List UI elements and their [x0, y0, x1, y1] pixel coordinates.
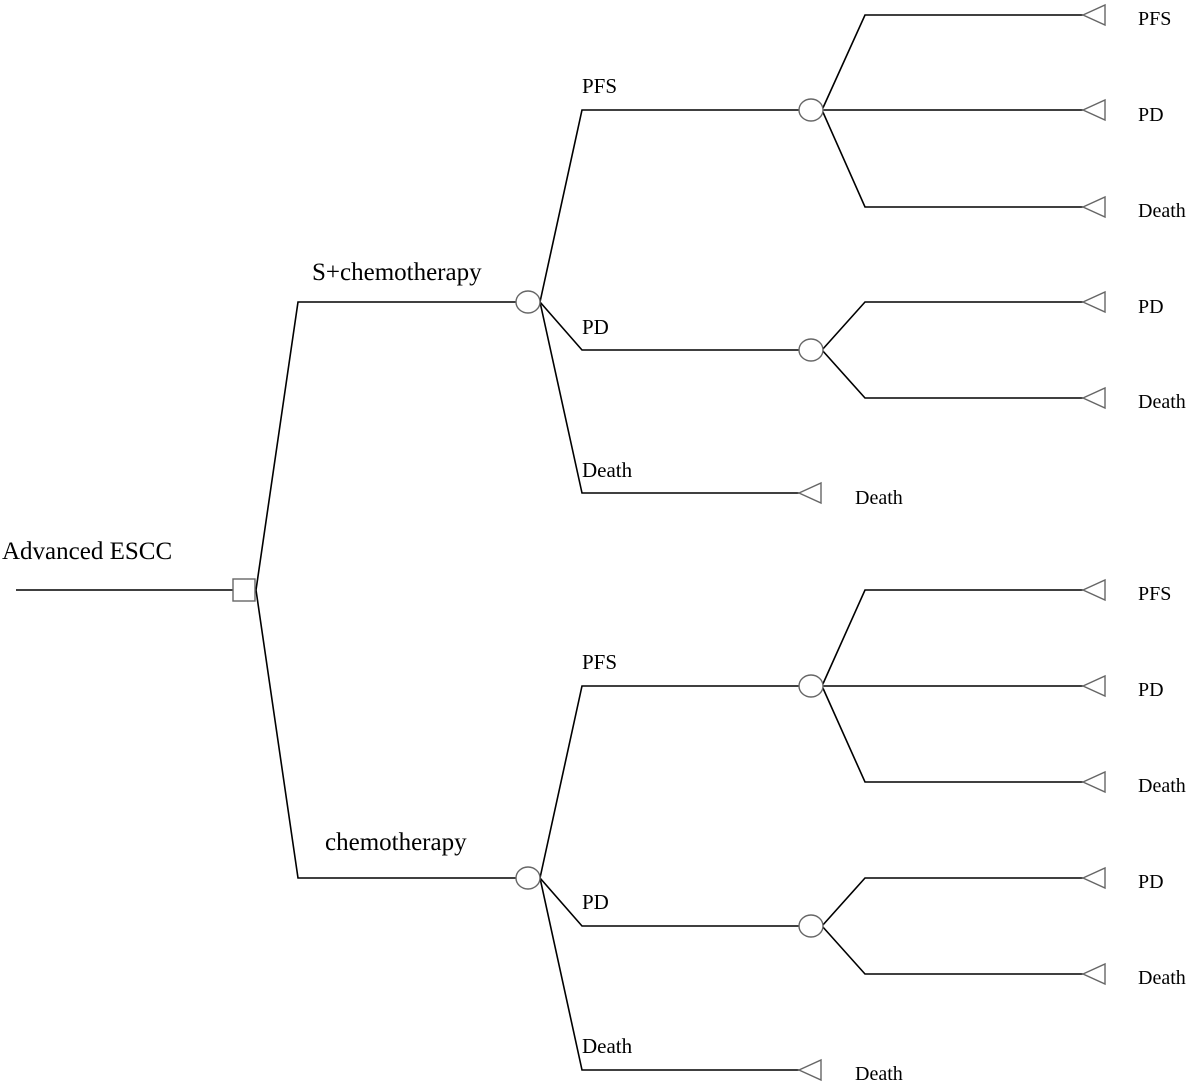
edge-s0-pfs-out-pfs [821, 14, 1083, 111]
edge-s1-state-death [539, 877, 799, 1071]
terminal-node-s0-pd-pd [1081, 290, 1106, 314]
edge-s1-pfs-out-pfs [821, 589, 1083, 687]
edge-s0-state-pd [539, 301, 799, 351]
edge-strategy-0 [255, 301, 516, 591]
state-label-s1-pd: PD [582, 890, 609, 914]
edge-s0-pd-out-death [821, 349, 1083, 399]
terminal-node-s0-death [797, 481, 822, 505]
root-label: Advanced ESCC [2, 538, 172, 565]
tree-labels: Advanced ESCC S+chemotherapy chemotherap… [2, 8, 1186, 1085]
chance-node-s1-pd [798, 914, 824, 938]
state-label-s0-pd: PD [582, 315, 609, 339]
chance-node-s0-pfs [798, 98, 824, 122]
chance-node-strategy-1 [515, 866, 541, 890]
edge-s1-state-pfs [539, 685, 799, 879]
terminal-label-s0-pfs-death: Death [1138, 200, 1186, 222]
chance-node-s0-pd [798, 338, 824, 362]
terminal-label-s1-pfs-pd: PD [1138, 679, 1164, 701]
state-label-s1-death: Death [582, 1034, 633, 1058]
terminal-node-s0-pd-death [1081, 386, 1106, 410]
chance-node-s1-pfs [798, 674, 824, 698]
terminal-node-s1-pd-pd [1081, 866, 1106, 890]
terminal-label-s1-pfs-pfs: PFS [1138, 583, 1171, 605]
terminal-label-s1-pd-death: Death [1138, 967, 1186, 989]
chance-node-strategy-0 [515, 290, 541, 314]
terminal-node-s1-pfs-pfs [1081, 578, 1106, 602]
state-label-s0-death: Death [582, 458, 633, 482]
state-label-s1-pfs: PFS [582, 650, 617, 674]
tree-nodes [232, 3, 1106, 1082]
terminal-label-s1-death: Death [855, 1063, 903, 1085]
terminal-node-s1-pfs-death [1081, 770, 1106, 794]
edge-s0-state-death [539, 301, 799, 494]
tree-edges [16, 14, 1083, 1071]
terminal-node-s0-pfs-pfs [1081, 3, 1106, 27]
terminal-label-s0-pd-pd: PD [1138, 296, 1164, 318]
terminal-label-s0-death: Death [855, 487, 903, 509]
terminal-label-s0-pd-death: Death [1138, 391, 1186, 413]
edge-s0-pd-out-pd [821, 301, 1083, 351]
terminal-label-s0-pfs-pfs: PFS [1138, 8, 1171, 30]
edge-s1-pfs-out-death [821, 685, 1083, 783]
terminal-node-s1-pd-death [1081, 962, 1106, 986]
strategy-label-0: S+chemotherapy [312, 259, 482, 286]
terminal-label-s1-pd-pd: PD [1138, 871, 1164, 893]
strategy-label-1: chemotherapy [325, 829, 467, 856]
terminal-node-s1-death [797, 1058, 822, 1082]
edge-strategy-1 [255, 589, 516, 879]
terminal-node-s0-pfs-death [1081, 195, 1106, 219]
edge-s1-pd-out-pd [821, 877, 1083, 927]
decision-node [232, 578, 256, 602]
edge-s1-pd-out-death [821, 925, 1083, 975]
terminal-label-s1-pfs-death: Death [1138, 775, 1186, 797]
edge-s0-state-pfs [539, 109, 799, 303]
edge-s1-state-pd [539, 877, 799, 927]
edge-s0-pfs-out-death [821, 109, 1083, 208]
terminal-label-s0-pfs-pd: PD [1138, 104, 1164, 126]
terminal-node-s0-pfs-pd [1081, 98, 1106, 122]
state-label-s0-pfs: PFS [582, 74, 617, 98]
terminal-node-s1-pfs-pd [1081, 674, 1106, 698]
